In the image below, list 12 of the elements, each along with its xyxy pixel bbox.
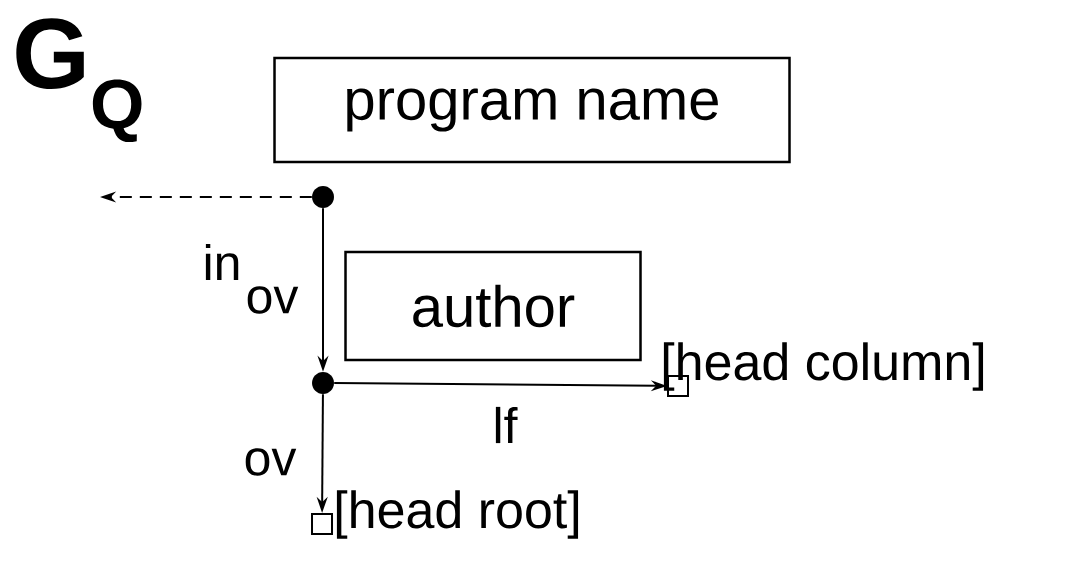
bracket-label: [head column]	[663, 342, 984, 391]
edge-label: lf	[491, 405, 519, 445]
junction-dot	[312, 186, 334, 208]
title: G$_{Q}$	[16, 18, 142, 143]
terminal-square	[311, 513, 333, 535]
label-box: author	[344, 250, 642, 362]
edge-label: ov	[244, 285, 300, 315]
bracket-label: [head root]	[336, 490, 579, 539]
edge-label: ov	[242, 447, 298, 477]
label-box: program name	[273, 56, 791, 164]
edge-label: in	[201, 242, 243, 282]
junction-dot	[312, 372, 334, 394]
